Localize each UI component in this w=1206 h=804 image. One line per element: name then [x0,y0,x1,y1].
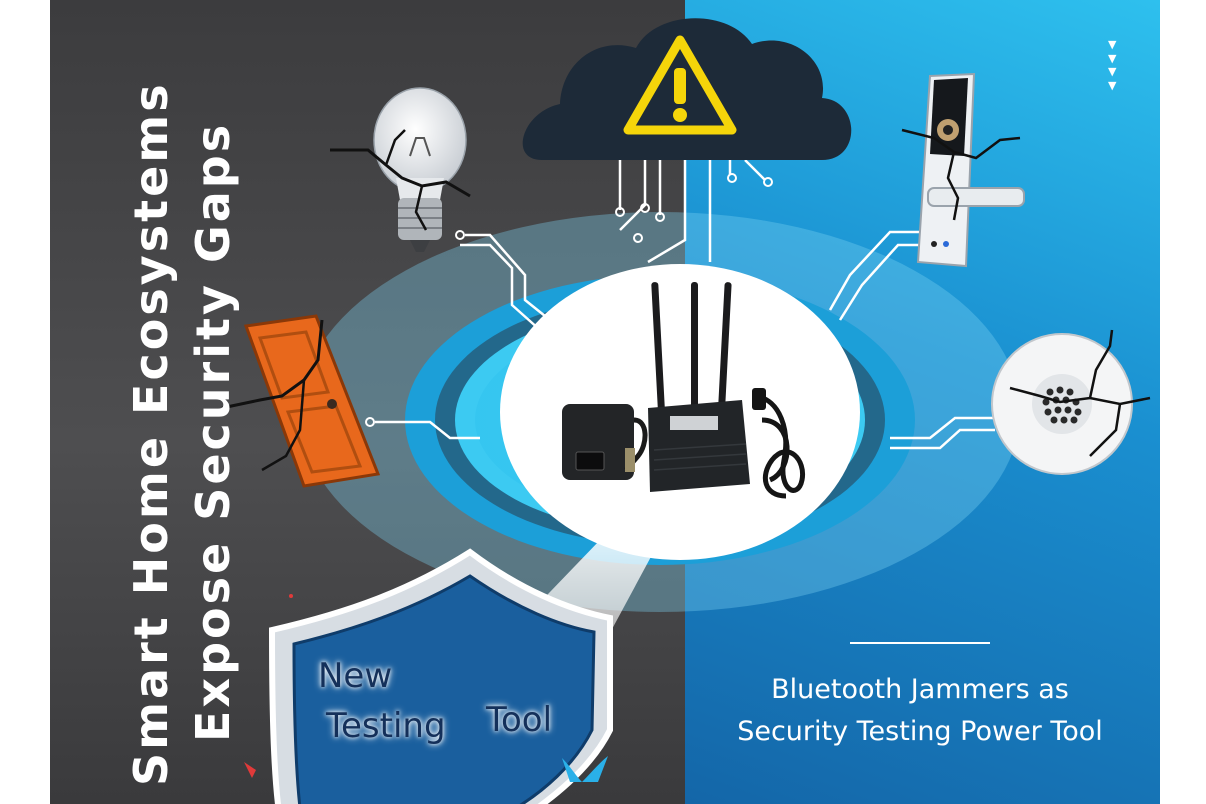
brand-logo-icon [562,756,608,782]
caption-line-2: Security Testing Power Tool [737,716,1103,747]
circuit-lines [375,156,995,450]
cloud-shape [522,18,852,161]
shield-icon [268,548,613,804]
light-bulb-icon [330,87,471,252]
down-arrows-icon: ▼▼▼▼ [1108,38,1117,92]
warning-icon [623,35,737,135]
shield-word-new: New [318,656,393,696]
jammer-device-icon [562,282,806,499]
smart-lock-icon [901,72,1025,268]
shield-word-testing: Testing [326,706,446,746]
smoke-detector-icon [991,329,1151,475]
infographic: Smart Home Ecosystems Expose Security Ga… [50,0,1160,804]
shield-word-tool: Tool [486,700,553,740]
caption-line-1: Bluetooth Jammers as [771,674,1069,705]
title-line-2: Expose Security Gaps [186,121,240,742]
illustration-scene [221,18,1151,804]
decor-mark [244,762,256,778]
door-icon [221,314,381,488]
decor-dot [289,594,293,598]
title-line-1: Smart Home Ecosystems [124,81,178,786]
caption-divider [850,642,990,644]
